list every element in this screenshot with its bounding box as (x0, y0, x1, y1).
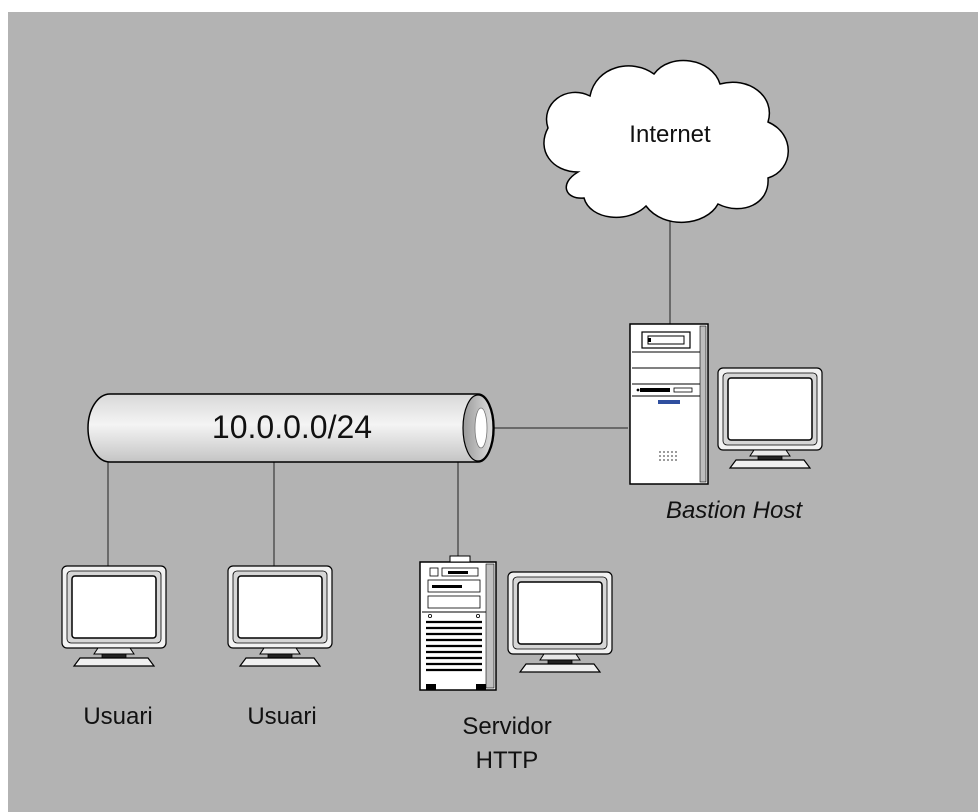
internet-cloud (543, 59, 789, 223)
bastion-tower-icon (629, 323, 709, 485)
server-label-line1: Servidor (462, 713, 551, 740)
http-server-tower-icon (418, 554, 498, 692)
network-label: 10.0.0.0/24 (212, 409, 372, 445)
internet-label: Internet (629, 121, 711, 148)
server-label-line2: HTTP (476, 747, 539, 774)
bastion-host-label: Bastion Host (666, 497, 803, 524)
network-segment-tube (87, 393, 495, 463)
user2-label: Usuari (247, 703, 316, 730)
user1-label: Usuari (83, 703, 152, 730)
